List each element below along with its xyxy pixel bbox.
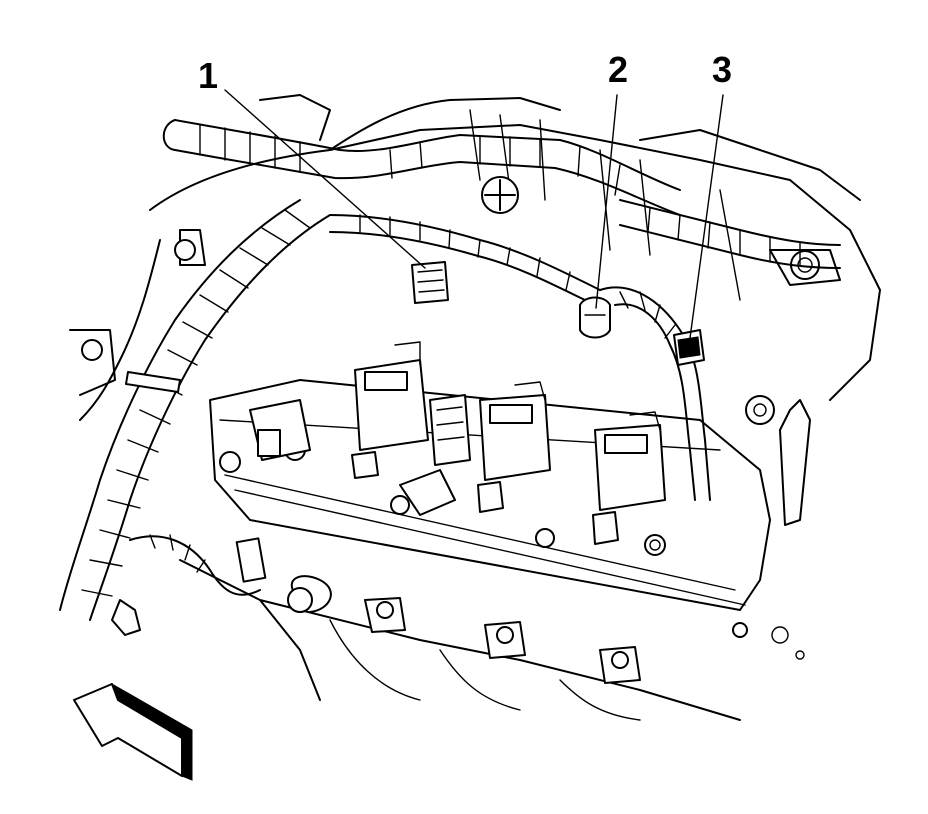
connector-1 xyxy=(411,261,449,304)
ignition-coil-1 xyxy=(249,399,311,461)
forward-arrow-icon xyxy=(73,682,193,781)
ignition-coil-4 xyxy=(592,411,666,545)
connector-2 xyxy=(579,296,611,339)
callout-2: 2 xyxy=(608,49,628,90)
lower-block xyxy=(111,559,805,721)
ignition-coil-2 xyxy=(351,341,429,479)
wiring-harness xyxy=(59,119,841,621)
callout-1: 1 xyxy=(198,55,218,96)
connector-3 xyxy=(673,329,705,366)
callout-3: 3 xyxy=(712,49,732,90)
callout-leaders xyxy=(224,89,724,339)
engine-block xyxy=(69,94,881,526)
ignition-coil-3 xyxy=(477,381,551,513)
coil-harness-connector xyxy=(399,394,471,516)
